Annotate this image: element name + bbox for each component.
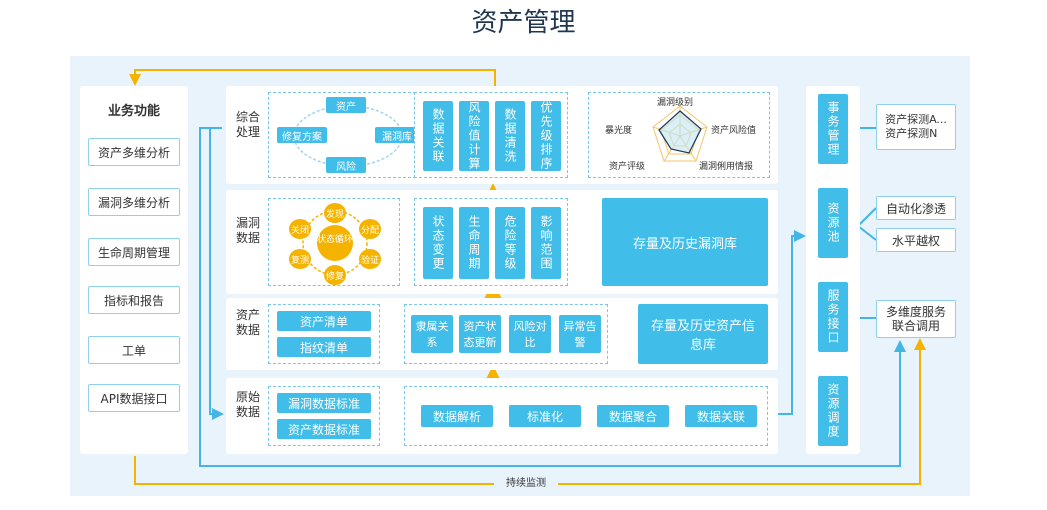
step-lifecycle: 生命周期 [459, 207, 489, 279]
vuln-steps-box: 状态变更 生命周期 危险等级 影响范围 [414, 198, 568, 286]
vuln-node-fix: 修复 [324, 265, 346, 285]
comprehensive-steps-box: 数据关联 风险值计算 数据清洗 优先级排序 [414, 92, 568, 178]
raw-steps-box: 数据解析 标准化 数据聚合 数据关联 [404, 386, 768, 446]
row-raw-data: 原始数据 漏洞数据标准 资产数据标准 数据解析 标准化 数据聚合 数据关联 [226, 378, 778, 454]
step-data-association: 数据关联 [423, 101, 453, 171]
step-priority-sort: 优先级排序 [531, 101, 561, 171]
business-item-lifecycle[interactable]: 生命周期管理 [88, 238, 180, 266]
asset-steps-box: 隶属关系 资产状态更新 风险对比 异常告警 [404, 304, 608, 364]
business-heading: 业务功能 [107, 104, 160, 119]
step-data-aggregate: 数据聚合 [597, 405, 669, 427]
row-label-asset: 资产数据 [236, 308, 261, 337]
step-data-link: 数据关联 [685, 405, 757, 427]
step-affiliation: 隶属关系 [411, 315, 453, 353]
cycle-node-vuln-db: 漏洞库 [375, 127, 419, 143]
row-label-raw: 原始数据 [236, 390, 261, 419]
cycle-node-fix-plan: 修复方案 [277, 127, 327, 143]
business-item-metrics-report[interactable]: 指标和报告 [88, 286, 180, 314]
page-title: 资产管理 [471, 8, 576, 38]
radar-label-vuln-level: 漏洞级别 [657, 98, 694, 108]
row-comprehensive: 综合处理 资产 修复方案 漏洞库 风险 数据关联 风险值计算 数据清洗 优先级排… [226, 86, 778, 184]
vuln-node-retest: 复测 [289, 249, 311, 269]
radar-box: 漏洞级别 暴光度 资产风险值 资产评级 漏洞俐用情报 [588, 92, 770, 178]
radar-label-asset-rating: 资产评级 [609, 162, 646, 172]
continuous-monitoring-label: 持续监测 [494, 477, 558, 491]
business-item-ticket[interactable]: 工单 [88, 336, 180, 364]
transaction-management: 事务管理 [818, 94, 848, 164]
vuln-cycle-box: 状态循环 发现 分配 验证 修复 复测 关闭 [268, 198, 400, 286]
row-label-vuln: 漏洞数据 [236, 216, 261, 245]
row-label-comprehensive: 综合处理 [236, 110, 261, 139]
asset-standard-item: 资产数据标准 [277, 419, 371, 439]
cycle-node-risk: 风险 [326, 157, 366, 173]
radar-label-exploit-intel: 漏洞俐用情报 [699, 162, 754, 172]
resource-scheduling: 资源调度 [818, 376, 848, 446]
step-data-parse: 数据解析 [421, 405, 493, 427]
business-item-vuln-analysis[interactable]: 漏洞多维分析 [88, 188, 180, 216]
multi-dimension-service-item[interactable]: 多维度服务 联合调用 [876, 300, 956, 338]
vuln-history-store: 存量及历史漏洞库 [602, 198, 768, 286]
asset-probe-item[interactable]: 资产探测A... 资产探测N [876, 104, 956, 150]
resource-pool: 资源池 [818, 188, 848, 258]
service-interface: 服务接口 [818, 282, 848, 352]
asset-list-item: 资产清单 [277, 311, 371, 331]
radar-label-asset-risk: 资产风险值 [711, 126, 757, 136]
vuln-node-assign: 分配 [359, 219, 381, 239]
fingerprint-list-item: 指纹清单 [277, 337, 371, 357]
step-state-change: 状态变更 [423, 207, 453, 279]
business-item-asset-analysis[interactable]: 资产多维分析 [88, 138, 180, 166]
vuln-standard-item: 漏洞数据标准 [277, 393, 371, 413]
row-asset-data: 资产数据 资产清单 指纹清单 隶属关系 资产状态更新 风险对比 异常告警 存量及… [226, 298, 778, 370]
asset-lists-box: 资产清单 指纹清单 [268, 304, 380, 364]
raw-lists-box: 漏洞数据标准 资产数据标准 [268, 386, 380, 446]
cycle-node-asset: 资产 [326, 97, 366, 113]
step-data-cleaning: 数据清洗 [495, 101, 525, 171]
step-risk-calc: 风险值计算 [459, 101, 489, 171]
step-asset-status-update: 资产状态更新 [459, 315, 501, 353]
business-functions-panel: 业务功能 资产多维分析 漏洞多维分析 生命周期管理 指标和报告 工单 API数据… [80, 86, 188, 454]
asset-history-store: 存量及历史资产信息库 [638, 304, 768, 364]
step-anomaly-alert: 异常告警 [559, 315, 601, 353]
business-item-api[interactable]: API数据接口 [88, 384, 180, 412]
row-vuln-data: 漏洞数据 状态循环 发现 分配 验证 修复 复测 关闭 状态变更 生命周期 危险… [226, 190, 778, 294]
auto-penetration-item[interactable]: 自动化渗透 [876, 196, 956, 220]
step-risk-compare: 风险对比 [509, 315, 551, 353]
radar-label-exposure: 暴光度 [605, 126, 633, 136]
vuln-cycle-center: 状态循环 [317, 235, 354, 245]
horizontal-privilege-item[interactable]: 水平越权 [876, 228, 956, 252]
step-danger-level: 危险等级 [495, 207, 525, 279]
vuln-node-discover: 发现 [324, 203, 346, 223]
right-column-panel: 事务管理 资源池 服务接口 资源调度 [806, 86, 860, 454]
comprehensive-cycle-box: 资产 修复方案 漏洞库 风险 [268, 92, 426, 178]
vuln-node-verify: 验证 [359, 249, 381, 269]
vuln-node-close: 关闭 [289, 219, 311, 239]
radar-chart [652, 105, 708, 162]
step-standardize: 标准化 [509, 405, 581, 427]
step-impact-scope: 影响范围 [531, 207, 561, 279]
